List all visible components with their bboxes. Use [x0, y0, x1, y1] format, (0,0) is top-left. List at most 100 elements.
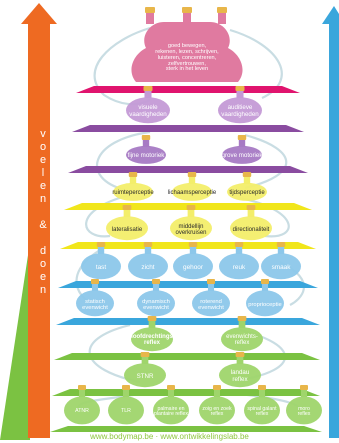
level7-flask-2-body	[221, 327, 263, 352]
level9-flask-label-1: ATNR	[50, 408, 114, 415]
plate-3	[68, 166, 308, 173]
level8-flask-2-cork	[235, 352, 245, 357]
side-label-char	[36, 206, 50, 219]
flask-label-line: vaardigheden	[129, 110, 167, 118]
flask-label-line: auditieve	[227, 104, 253, 112]
flask-label-line: directionaliteit	[232, 226, 270, 233]
level7-flask-1-body	[131, 327, 173, 352]
flask-label-line: ruimteperceptie	[112, 189, 154, 196]
level5-flask-5-cork	[276, 242, 286, 247]
footer-text: www.bodymap.be · www.ontwikkelingslab.be	[90, 432, 249, 441]
level9-flask-2-cork	[122, 385, 130, 390]
level5-flask-1-cork	[96, 242, 106, 247]
level1-flask-1-body	[126, 97, 170, 124]
level1-flask-2-cork	[235, 86, 245, 91]
side-label-char: e	[39, 154, 47, 166]
top-flask-body	[131, 22, 243, 82]
tube-6	[239, 196, 290, 238]
level9-flask-3-body	[153, 396, 189, 425]
top-flask-neck-1	[146, 12, 154, 24]
level5-flask-4-body	[219, 253, 259, 280]
level9-flask-5-cork	[258, 385, 266, 390]
level9-flask-3-cork	[167, 385, 175, 390]
plate-2	[72, 125, 304, 132]
tube-5	[85, 193, 131, 238]
side-label-char: e	[39, 180, 47, 192]
level2-flask-1-body	[126, 145, 166, 164]
level3-flask-3-cork	[242, 172, 252, 177]
flask-label-line: reflex	[210, 410, 224, 417]
level5-flask-3-cork	[188, 242, 198, 247]
level2-flask-2-cork	[237, 135, 247, 140]
level4-flask-2-neck	[187, 210, 195, 217]
level3-flask-2-neck	[188, 177, 196, 184]
level5-flask-label-3: gehoor	[161, 264, 225, 272]
level7-flask-label-1: hoofdrechtings-reflex	[120, 334, 184, 347]
level5-flask-label-4: reuk	[207, 263, 271, 272]
flask-label-line: landau	[230, 369, 250, 377]
level3-flask-1-neck	[129, 177, 137, 184]
top-flask-line: rekenen, lezen, schrijven,	[155, 48, 219, 55]
side-label-char: d	[39, 245, 47, 257]
level5-flask-5-neck	[277, 247, 285, 254]
side-label-char: n	[39, 193, 47, 205]
tube-3	[96, 130, 151, 192]
level8-flask-label-1: STNR	[113, 373, 177, 381]
top-flask-line: zelfvertrouwen,	[168, 60, 206, 67]
level9-flask-3-neck	[168, 390, 174, 397]
level9-flask-6-body	[286, 396, 322, 425]
flask-label-line: TLR	[121, 408, 131, 415]
level5-flask-1-neck	[97, 247, 105, 254]
flask-label-line: vaardigheden	[221, 110, 259, 118]
level3-flask-label-3: tijdsperceptie	[215, 190, 279, 196]
top-flask-cork-2	[182, 7, 192, 13]
flask-label-line: ATNR	[75, 408, 89, 415]
side-label-char: &	[39, 219, 47, 231]
plate-6	[58, 281, 318, 288]
flask-label-line: zoig en zoek	[202, 405, 232, 412]
side-label-char: n	[39, 284, 47, 296]
flask-label-line: tast	[95, 263, 107, 271]
level9-flask-5-neck	[259, 390, 265, 397]
level5-flask-5-body	[261, 253, 301, 280]
level3-flask-label-2: lichaamsperceptie	[160, 190, 224, 196]
level5-flask-label-5: smaak	[249, 263, 313, 272]
level5-flask-4-neck	[235, 247, 243, 254]
level4-flask-1-neck	[123, 210, 131, 217]
top-flask-line: luisteren, concentreren,	[157, 54, 217, 61]
flask-label-line: smaak	[271, 263, 291, 271]
tube-4	[244, 133, 288, 190]
level5-flask-label-1: tast	[69, 263, 133, 272]
level4-flask-2-cork	[186, 205, 196, 210]
level4-flask-label-1: lateralisatie	[95, 227, 159, 233]
green-triangle	[0, 242, 30, 440]
plate-5	[60, 242, 316, 249]
level6-flask-1-neck	[91, 284, 99, 291]
level3-flask-label-1: ruimteperceptie	[101, 190, 165, 196]
flask-label-line: dynamisch	[142, 298, 170, 305]
level3-flask-1-body	[113, 182, 153, 201]
side-label-char: o	[39, 258, 47, 270]
flask-label-line: evenwicht	[82, 304, 108, 311]
side-label-char: v	[40, 128, 46, 140]
level5-flask-3-neck	[189, 247, 197, 254]
plate-7	[56, 318, 320, 325]
level9-flask-4-body	[199, 396, 235, 425]
level5-flask-2-neck	[144, 247, 152, 254]
flask-label-line: lichaamsperceptie	[167, 189, 217, 196]
level2-flask-2-neck	[238, 140, 246, 147]
level9-flask-6-neck	[301, 390, 307, 397]
top-flask-cork-1	[145, 7, 155, 13]
orange-arrow-shaft	[28, 20, 50, 438]
top-flask-cork-3	[217, 7, 227, 13]
flask-label-line: lateralisatie	[111, 226, 143, 233]
level9-flask-6-cork	[300, 385, 308, 390]
level2-flask-1-cork	[141, 135, 151, 140]
flask-label-line: visuele	[138, 104, 158, 112]
flask-label-line: reuk	[232, 263, 246, 271]
